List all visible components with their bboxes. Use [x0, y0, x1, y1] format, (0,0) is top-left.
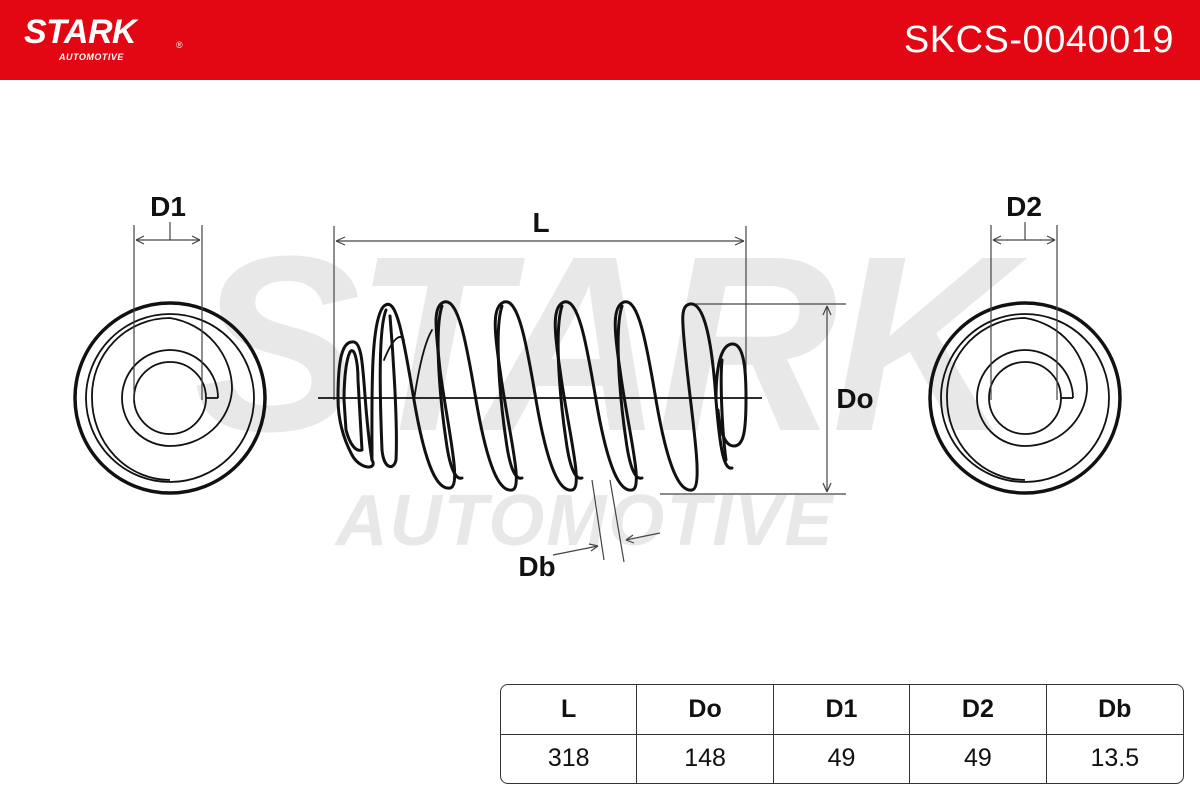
- specs-value-l: 318: [501, 734, 638, 783]
- label-outer-diameter: Do: [836, 383, 873, 414]
- specs-value-do: 148: [637, 734, 774, 783]
- header-bar: STARK ® AUTOMOTIVE SKCS-0040019: [0, 0, 1200, 80]
- specs-value-d2: 49: [910, 734, 1047, 783]
- specs-header-d1: D1: [773, 685, 911, 735]
- label-wire-diameter: Db: [518, 551, 555, 582]
- specs-header-do: Do: [637, 685, 774, 735]
- watermark-brand: STARK: [194, 204, 1028, 483]
- dimension-length: [333, 226, 747, 400]
- end-view-right: [928, 222, 1122, 495]
- specs-value-db: 13.5: [1090, 744, 1140, 773]
- label-d2: D2: [1006, 191, 1042, 222]
- dimension-outer-diameter: [660, 303, 846, 495]
- specs-table: L Do D1 D2 Db 318 148 49 49 13.5: [500, 684, 1184, 784]
- spring-drawing: STARK AUTOMOTIVE D1: [0, 80, 1200, 680]
- part-number: SKCS-0040019: [903, 19, 1174, 61]
- end-view-left: [73, 222, 267, 495]
- specs-header-d2: D2: [910, 685, 1047, 735]
- spring-coil: [336, 300, 748, 492]
- logo-subtitle: AUTOMOTIVE: [59, 52, 124, 62]
- dimension-wire-diameter: [552, 479, 661, 563]
- specs-header-l: L: [501, 685, 638, 735]
- specs-header-db: Db: [1046, 685, 1183, 735]
- watermark: STARK AUTOMOTIVE: [194, 204, 1034, 561]
- logo-registered-mark: ®: [176, 40, 183, 50]
- label-length: L: [532, 207, 549, 238]
- stark-logo: STARK ® AUTOMOTIVE: [24, 13, 183, 62]
- label-d1: D1: [150, 191, 186, 222]
- logo-brand: STARK: [24, 13, 137, 51]
- specs-value-d1: 49: [774, 734, 911, 783]
